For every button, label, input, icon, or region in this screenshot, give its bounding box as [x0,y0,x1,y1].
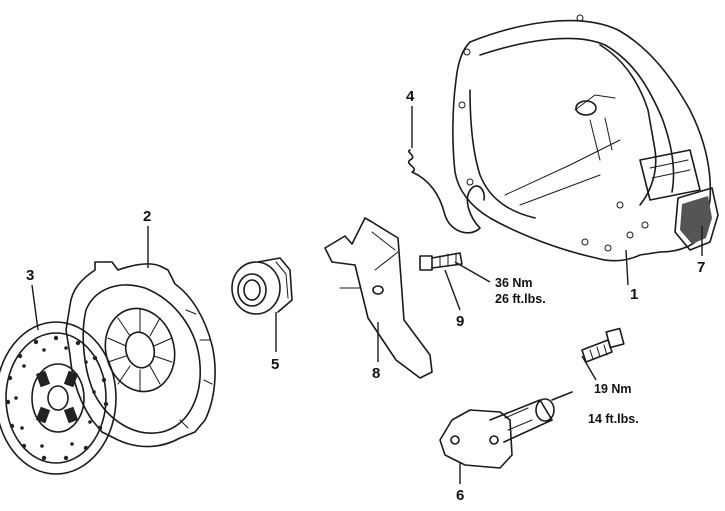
callout-2: 2 [143,208,151,225]
pivot-bolt [419,252,463,271]
callout-6: 6 [456,487,464,504]
callout-4: 4 [406,88,415,105]
release-bearing [231,257,293,315]
callout-5: 5 [271,356,279,373]
callout-8: 8 [372,365,380,382]
dust-cover [674,187,719,251]
release-fork [324,217,433,379]
torque-bolt6-ftlbs: 14 ft.lbs. [588,412,639,426]
torque-bolt6-nm: 19 Nm [594,382,632,396]
pressure-plate [65,261,216,448]
callout-1: 1 [630,286,638,303]
callout-9: 9 [456,313,464,330]
torque-bolt9-nm: 36 Nm [495,276,533,290]
torque-bolt9-ftlbs: 26 ft.lbs. [495,292,546,306]
clutch-disc [0,321,117,475]
callout-7: 7 [697,259,705,276]
spring-clip [407,149,486,234]
slave-cylinder [439,391,573,469]
callout-3: 3 [26,267,34,284]
clutch-housing [452,14,712,262]
leader-lines [31,106,703,484]
cylinder-bolt [581,327,625,363]
